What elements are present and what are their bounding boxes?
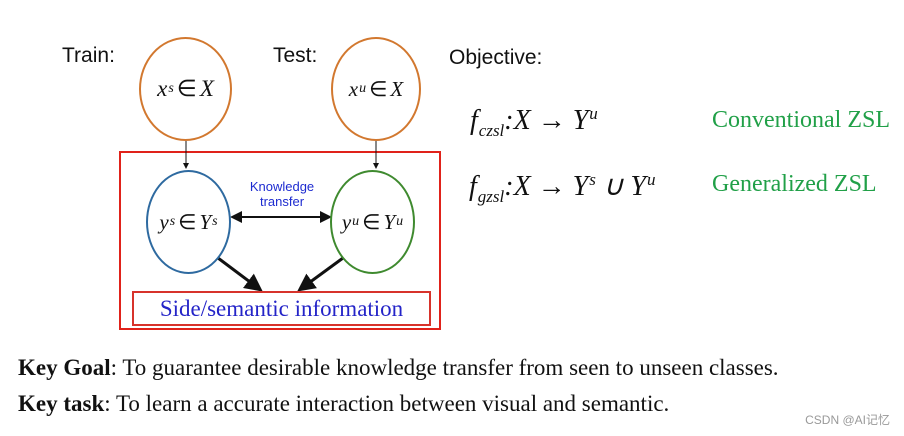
generalized-zsl-label: Generalized ZSL (712, 171, 877, 197)
watermark: CSDN @AI记忆 (805, 413, 890, 427)
formula-czsl: fczsl:X → Yu (470, 103, 598, 140)
train-label: Train: (62, 44, 115, 67)
semantic-space-box (119, 151, 441, 330)
key-task-note: Key task: To learn a accurate interactio… (18, 391, 669, 417)
test-label: Test: (273, 44, 318, 67)
side-information-box: Side/semantic information (132, 291, 431, 326)
arrow-ys-to-side (217, 256, 263, 292)
key-task-text: : To learn a accurate interaction betwee… (104, 391, 670, 416)
key-goal-label: Key Goal (18, 355, 111, 380)
formula-gzsl: fgzsl:X → Ys ∪ Yu (469, 169, 656, 206)
knowledge-transfer-label: Knowledge transfer (249, 179, 315, 209)
arrow-yu-to-side (297, 256, 344, 292)
conventional-zsl-label: Conventional ZSL (712, 107, 890, 133)
key-goal-text: : To guarantee desirable knowledge trans… (110, 355, 779, 380)
objective-label: Objective: (449, 46, 543, 69)
key-task-label: Key task (18, 391, 105, 416)
key-goal-note: Key Goal: To guarantee desirable knowled… (18, 355, 779, 381)
